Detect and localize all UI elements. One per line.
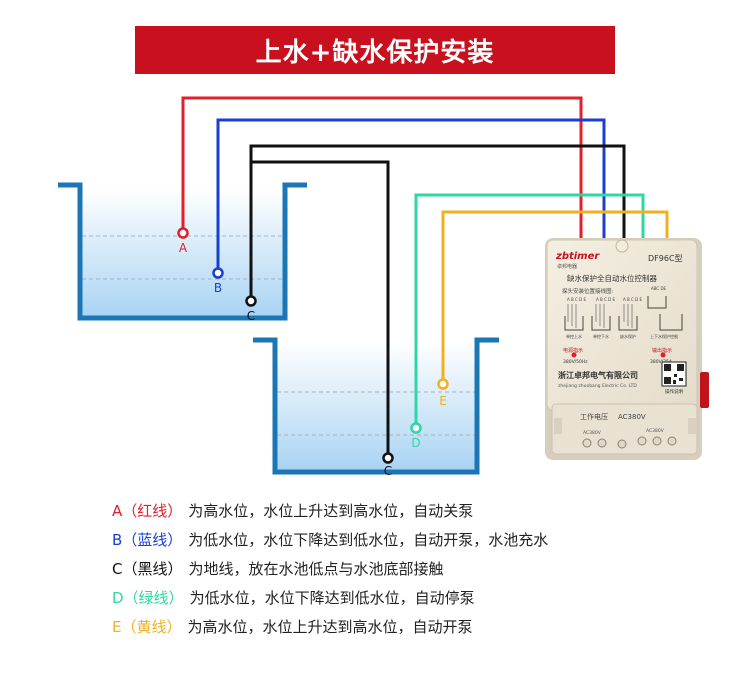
- terminal-screw-3: [617, 439, 627, 449]
- device-brand-sub: 卓邦电器: [557, 263, 577, 270]
- device-brand: zbtimer: [555, 251, 600, 262]
- wire-legend: A（红线） 为高水位，水位上升达到高水位，自动关泵 B（蓝线） 为低水位，水位下…: [112, 496, 548, 641]
- legend-e-tag: E（黄线）: [112, 618, 182, 636]
- schematic-probes: [567, 304, 633, 328]
- legend-b-text: 为低水位，水位下降达到低水位，自动开泵，水池充水: [188, 531, 549, 549]
- probe-c-upper: C: [245, 295, 257, 323]
- schematic-tanks-small: [564, 316, 638, 331]
- legend-a-text: 为高水位，水位上升达到高水位，自动关泵: [188, 502, 474, 520]
- probe-c-lower-label: C: [384, 464, 392, 478]
- pump-led: [660, 352, 666, 358]
- terminal-screws: [582, 436, 677, 449]
- schematic-terminals-4: ABC DE: [651, 286, 667, 291]
- schematic-terminals-1: A B C D E: [567, 297, 586, 302]
- legend-row-c: C（黑线） 为地线，放在水池低点与水池底部接触: [112, 554, 548, 583]
- device-name: 缺水保护全自动水位控制器: [567, 273, 657, 283]
- terminal-screw-6: [667, 436, 677, 446]
- device-company: 浙江卓邦电气有限公司: [558, 370, 638, 380]
- terminal-screw-1: [582, 438, 592, 448]
- probe-a: A: [177, 227, 189, 255]
- legend-d-text: 为低水位，水位下降达到低水位，自动停泵: [189, 589, 475, 607]
- wire-a-red: [181, 96, 583, 250]
- schematic-terminals-3: A B C D E: [623, 297, 642, 302]
- legend-e-text: 为高水位，水位上升达到高水位，自动开泵: [187, 618, 473, 636]
- power-indicator: 电源指示 380V/50Hz: [563, 347, 588, 365]
- probe-c-lower-marker: [382, 452, 394, 464]
- qr-finder-1: [664, 364, 671, 371]
- device-company-en: zhejiang zhuobang Electric Co. LTD: [558, 383, 637, 389]
- terminal-label-right: AC380V: [646, 428, 665, 434]
- qr-code: [661, 361, 687, 387]
- qr-finder-3: [664, 377, 671, 384]
- probe-a-marker: [177, 227, 189, 239]
- lower-tank: [253, 337, 499, 475]
- wire-d-green: [414, 193, 645, 423]
- legend-c-tag: C（黑线）: [112, 560, 183, 578]
- probe-c-lower: C: [382, 452, 394, 478]
- pump-indicator-label: 输出指示: [652, 347, 672, 354]
- wire-c-black-branch: [251, 160, 390, 453]
- schematic-terminals-2: A B C D E: [596, 297, 615, 302]
- probe-b: B: [212, 267, 224, 295]
- probe-d-label: D: [411, 436, 420, 450]
- legend-b-tag: B（蓝线）: [112, 531, 183, 549]
- pump-indicator-value: 380V/25A: [650, 359, 673, 365]
- device-schematic: A B C D E A B C D E A B C D E ABC DE 单控上…: [564, 286, 683, 339]
- device-screw-hole: [615, 239, 629, 253]
- probe-d: D: [410, 422, 422, 450]
- schematic-caption-2: 单控下水: [593, 333, 609, 339]
- schematic-caption-1: 单控上水: [566, 333, 582, 339]
- wire-e-yellow: [441, 210, 669, 379]
- lower-tank-wall: [253, 337, 499, 475]
- controller-device: zbtimer 卓邦电器 DF96C型 缺水保护全自动水位控制器 探头安装位置接…: [545, 238, 709, 460]
- title-banner: 上水+缺水保护安装: [135, 26, 615, 74]
- qr-dot-1: [674, 374, 677, 377]
- voltage-label: 工作电压: [580, 412, 608, 421]
- power-indicator-value: 380V/50Hz: [563, 359, 588, 365]
- schematic-caption-3: 缺水保护: [620, 333, 636, 339]
- probe-e-marker: [437, 378, 449, 390]
- legend-row-b: B（蓝线） 为低水位，水位下降达到低水位，自动开泵，水池充水: [112, 525, 548, 554]
- probe-a-label: A: [179, 241, 188, 255]
- qr-dot-3: [673, 380, 676, 384]
- legend-row-a: A（红线） 为高水位，水位上升达到高水位，自动关泵: [112, 496, 548, 525]
- pump-indicator: 输出指示 380V/25A: [650, 347, 673, 365]
- schematic-caption-4: 上下水保护控制: [650, 333, 678, 339]
- qr-finder-2: [677, 364, 684, 371]
- power-indicator-label: 电源指示: [563, 347, 583, 354]
- qr-dot-2: [679, 378, 683, 381]
- probe-c-upper-label: C: [247, 309, 255, 323]
- device-model: DF96C型: [648, 254, 683, 263]
- probe-e: E: [437, 378, 449, 408]
- device-guide: 操作说明: [665, 388, 683, 395]
- legend-d-tag: D（绿线）: [112, 589, 184, 607]
- probe-c-upper-marker: [245, 295, 257, 307]
- device-probe-note: 探头安装位置接线图:: [562, 287, 614, 295]
- legend-row-d: D（绿线） 为低水位，水位下降达到低水位，自动停泵: [112, 583, 548, 612]
- terminal-screw-2: [597, 438, 607, 448]
- probe-e-label: E: [439, 394, 447, 408]
- upper-tank-wall: [58, 182, 307, 321]
- terminal-screw-5: [652, 436, 662, 446]
- legend-c-text: 为地线，放在水池低点与水池底部接触: [188, 560, 444, 578]
- voltage-value: AC380V: [618, 413, 646, 421]
- terminal-label-left: AC380V: [583, 430, 602, 436]
- wire-c-black: [249, 144, 626, 296]
- mount-tab-right: [688, 418, 696, 434]
- mount-tab-left: [554, 418, 562, 434]
- probe-b-label: B: [214, 281, 222, 295]
- terminal-screw-4: [637, 436, 647, 446]
- device-switch: [700, 372, 709, 408]
- legend-row-e: E（黄线） 为高水位，水位上升达到高水位，自动开泵: [112, 612, 548, 641]
- page-title: 上水+缺水保护安装: [255, 37, 495, 68]
- probe-d-marker: [410, 422, 422, 434]
- schematic-tanks-combo: [647, 296, 683, 331]
- power-led: [571, 352, 577, 358]
- wire-b-blue: [216, 118, 606, 268]
- legend-a-tag: A（红线）: [112, 502, 183, 520]
- probe-b-marker: [212, 267, 224, 279]
